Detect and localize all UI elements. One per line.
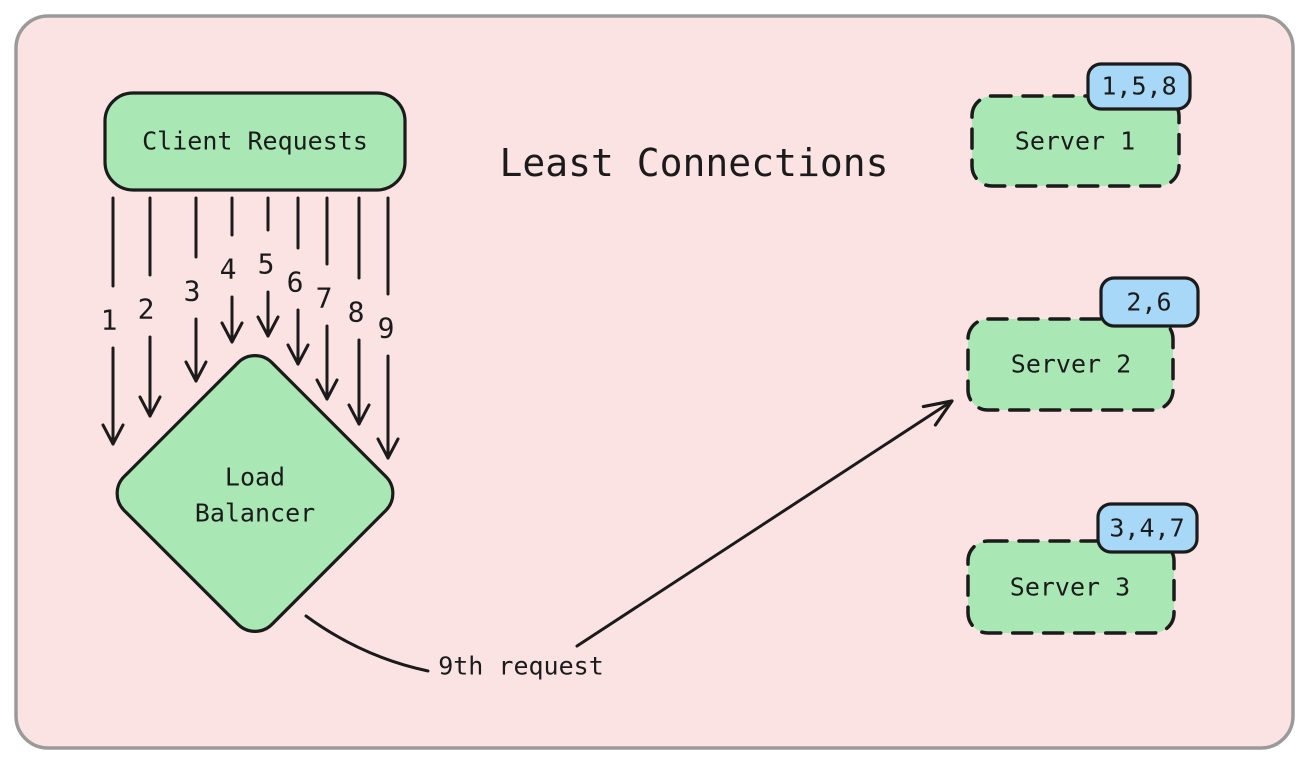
request-arrow-8: 8 [347, 196, 371, 426]
server-3-badge [1096, 502, 1199, 554]
request-arrows: 1 2 3 4 5 6 7 [101, 196, 400, 460]
request-arrow-7-label: 7 [316, 282, 333, 315]
load-balancer-label-line1: Load [225, 463, 285, 492]
client-requests-rect [103, 91, 407, 192]
server-3-box [966, 539, 1176, 635]
ninth-request-label: 9th request [438, 652, 604, 681]
request-arrow-5: 5 [256, 196, 280, 338]
server-1-badge [1086, 62, 1192, 111]
request-arrow-2: 2 [138, 196, 162, 418]
server-3-badge-label: 3,4,7 [1109, 514, 1184, 543]
request-arrow-3: 3 [184, 196, 208, 383]
request-arrow-5-label: 5 [258, 248, 275, 281]
request-arrow-8-label: 8 [348, 296, 365, 329]
server-1-box [970, 94, 1181, 188]
request-arrow-1-label: 1 [101, 304, 118, 337]
server-2-badge-label: 2,6 [1126, 288, 1171, 317]
server-3: Server 3 3,4,7 [966, 502, 1199, 635]
ninth-request-line [575, 399, 954, 648]
server-1-label: Server 1 [1015, 127, 1135, 156]
load-balancer-diamond [115, 354, 395, 633]
server-2-badge [1099, 276, 1200, 328]
client-requests-label: Client Requests [142, 127, 368, 156]
load-balancer: Load Balancer [115, 354, 395, 633]
client-requests-box: Client Requests [103, 91, 407, 192]
server-2-label: Server 2 [1011, 350, 1131, 379]
request-arrow-2-label: 2 [138, 293, 155, 326]
request-arrow-4-label: 4 [220, 253, 237, 286]
request-arrow-6-label: 6 [287, 266, 304, 299]
request-arrow-3-label: 3 [184, 275, 201, 308]
server-1: Server 1 1,5,8 [970, 62, 1192, 188]
request-arrow-1: 1 [101, 196, 125, 446]
diagram-title: Least Connections [500, 141, 889, 185]
server-1-badge-label: 1,5,8 [1101, 72, 1176, 101]
server-2: Server 2 2,6 [966, 276, 1200, 412]
ninth-request-arrow: 9th request [304, 399, 954, 681]
request-arrow-6: 6 [286, 196, 310, 366]
server-3-label: Server 3 [1010, 573, 1130, 602]
request-arrow-4: 4 [220, 196, 244, 344]
request-arrow-9-label: 9 [378, 312, 395, 345]
load-balancer-label-line2: Balancer [195, 499, 315, 528]
request-arrow-9: 9 [376, 196, 400, 460]
server-2-box [966, 317, 1175, 412]
ninth-request-curve [304, 614, 430, 673]
request-arrow-7: 7 [315, 196, 339, 401]
